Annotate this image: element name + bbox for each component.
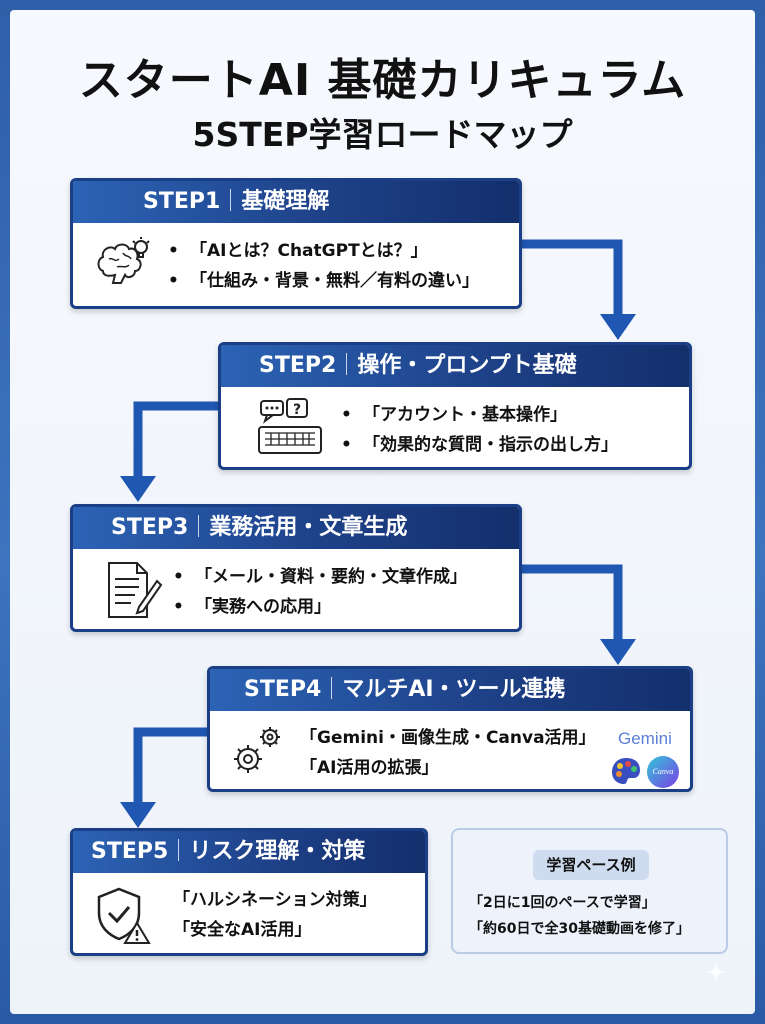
list-item: •「メール・資料・要約・文章作成」 [173,567,467,587]
palette-icon [612,758,640,784]
study-pace-line: 「約60日で全30基礎動画を修了」 [469,921,690,937]
gears-icon [234,727,280,773]
arrow-step1-to-step2 [520,239,636,340]
list-item: •「AIとは？ChatGPTとは？」 [168,241,428,261]
step5-label: STEP5 [91,839,169,864]
shield-warning-icon [97,887,151,944]
step3-label: STEP3 [111,515,189,540]
step4-name: マルチAI・ツール連携 [342,677,566,702]
step4-header: STEP4 マルチAI・ツール連携 [210,669,690,711]
study-pace-title: 学習ペース例 [533,850,649,880]
list-item: •「効果的な質問・指示の出し方」 [341,435,618,455]
step2-header: STEP2 操作・プロンプト基礎 [221,345,689,387]
canva-logo: Canva [647,756,679,788]
list-item: •「アカウント・基本操作」 [341,405,567,425]
arrow-step2-to-step3 [120,401,220,502]
brain-lightbulb-icon [97,237,150,284]
step1-header: STEP1 基礎理解 [73,181,519,223]
step3-card: STEP3 業務活用・文章生成 •「メール・資料・要約・文章作成」 •「実務への応… [70,504,522,632]
sparkle-icon [706,962,726,982]
step1-card: STEP1 基礎理解 •「AIとは？ChatGPTとは？」 •「仕組み・背景・無料… [70,178,522,309]
study-pace-line: 「2日に1回のペースで学習」 [469,895,656,911]
keyboard-chat-icon: ? [258,398,322,454]
document-pen-icon [108,562,163,618]
svg-text:?: ? [293,402,301,418]
step2-label: STEP2 [259,353,337,378]
step1-label: STEP1 [143,189,221,214]
gemini-logo: Gemini [618,729,672,748]
arrow-step3-to-step4 [520,564,636,665]
step1-name: 基礎理解 [241,189,330,214]
step4-label: STEP4 [244,677,322,702]
step3-header: STEP3 業務活用・文章生成 [73,507,519,549]
step5-name: リスク理解・対策 [189,839,366,864]
step4-card: STEP4 マルチAI・ツール連携 「Gemini・画像生成・Canva活用」 「… [207,666,693,792]
list-item: 「ハルシネーション対策」 [173,890,377,910]
step5-header: STEP5 リスク理解・対策 [73,831,425,873]
list-item: 「安全なAI活用」 [173,920,312,940]
step2-card: STEP2 操作・プロンプト基礎 ? •「アカウント・基本操作」 •「効果的な質問… [218,342,692,470]
study-pace-box: 学習ペース例 「2日に1回のペースで学習」 「約60日で全30基礎動画を修了」 [451,828,728,954]
list-item: •「仕組み・背景・無料／有料の違い」 [168,271,479,291]
step3-name: 業務活用・文章生成 [209,515,408,540]
step2-name: 操作・プロンプト基礎 [357,353,577,378]
list-item: 「AI活用の拡張」 [300,758,439,778]
step5-card: STEP5 リスク理解・対策 「ハルシネーション対策」 「安全なAI活用」 [70,828,428,956]
page-title: スタートAI 基礎カリキュラム [78,55,687,106]
page-subtitle: 5STEP学習ロードマップ [192,115,573,154]
list-item: 「Gemini・画像生成・Canva活用」 [300,728,596,748]
arrow-step4-to-step5 [120,727,210,828]
list-item: •「実務への応用」 [173,597,331,617]
